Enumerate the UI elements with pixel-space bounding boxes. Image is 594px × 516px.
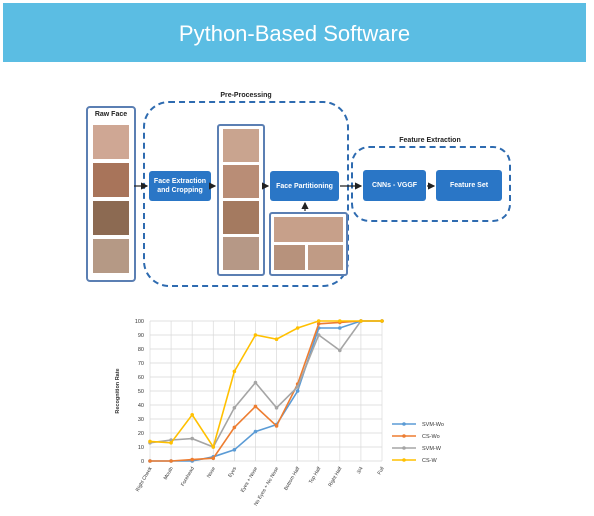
y-tick-label: 80 (138, 347, 144, 353)
diagram-arrows (134, 182, 436, 211)
data-point (253, 333, 258, 337)
data-point (148, 439, 152, 444)
data-point (338, 348, 342, 353)
data-point (380, 319, 384, 323)
data-point (211, 456, 216, 461)
data-point (190, 436, 194, 441)
data-point (274, 406, 279, 410)
y-tick-label: 90 (138, 333, 144, 339)
data-point (274, 337, 279, 342)
y-tick-label: 0 (141, 459, 144, 465)
face-partitioning-box: Face Partitioning (270, 171, 339, 201)
data-point (211, 445, 216, 449)
data-point (232, 406, 237, 410)
data-point (190, 413, 194, 417)
legend-label: CS-W (422, 458, 437, 464)
x-tick-label: 3/4 (356, 466, 365, 475)
data-point (253, 429, 258, 434)
series-line (150, 320, 382, 462)
y-tick-label: 40 (138, 403, 144, 409)
mouth-region-photo (308, 245, 343, 270)
data-point (338, 326, 342, 330)
data-point (316, 319, 321, 323)
cropped-face-3 (223, 201, 259, 234)
legend-label: SVM-Wo (422, 422, 444, 428)
data-point (232, 448, 237, 452)
x-tick-label: Forehead (180, 466, 196, 488)
data-point (169, 441, 173, 445)
series-line (150, 320, 382, 462)
cropped-face-4 (223, 237, 259, 270)
legend-label: CS-Wo (422, 434, 440, 440)
x-tick-label: Right Cheek (135, 466, 154, 493)
legend-marker (402, 434, 406, 438)
data-point (232, 369, 237, 374)
data-point (338, 319, 342, 323)
x-tick-label: Mouth (163, 466, 175, 481)
y-tick-label: 20 (138, 431, 144, 437)
legend-label: SVM-W (422, 446, 442, 452)
y-tick-label: 30 (138, 417, 144, 423)
face-extraction-box: Face Extraction and Cropping (149, 171, 211, 201)
face-parts-panel (269, 212, 348, 276)
legend-marker (402, 458, 406, 462)
y-tick-label: 10 (138, 445, 144, 451)
title-banner: Python-Based Software (3, 3, 586, 62)
preprocessing-label: Pre-Processing (220, 92, 272, 99)
data-point (359, 319, 363, 323)
y-tick-label: 50 (138, 389, 144, 395)
data-point (295, 326, 300, 330)
data-point (316, 322, 321, 326)
eyes-region-photo (274, 217, 343, 242)
raw-face-panel: Raw Face (86, 106, 136, 282)
face-photo-3 (93, 201, 129, 235)
feature-extraction-group (351, 146, 511, 222)
raw-face-label: Raw Face (94, 111, 128, 118)
y-tick-label: 100 (135, 319, 144, 325)
x-tick-label: Full (377, 466, 386, 476)
data-point (148, 459, 152, 463)
data-point (253, 404, 258, 409)
data-point (274, 424, 279, 428)
y-axis-label: Recognition Rate (115, 368, 121, 413)
data-point (253, 380, 258, 385)
banner-title: Python-Based Software (178, 21, 411, 46)
x-tick-label: Bottom Half (283, 465, 302, 491)
cropped-face-2 (223, 165, 259, 198)
data-point (232, 425, 237, 430)
preprocessing-group (143, 101, 349, 287)
legend-marker (402, 446, 406, 450)
face-photo-4 (93, 239, 129, 273)
data-point (169, 459, 173, 463)
cnn-vggf-box: CNNs - VGGF (363, 170, 426, 201)
series-line (149, 320, 382, 449)
cropped-face-1 (223, 129, 259, 162)
x-tick-label: Eyes + Nose (240, 466, 260, 494)
series-line (149, 320, 382, 449)
legend-marker (402, 422, 406, 426)
feature-extraction-label: Feature Extraction (399, 137, 461, 144)
data-point (190, 457, 194, 462)
face-photo-2 (93, 163, 129, 197)
y-tick-label: 70 (138, 361, 144, 367)
x-tick-label: Nose (206, 466, 217, 479)
feature-set-box: Feature Set (436, 170, 502, 201)
data-point (295, 389, 300, 393)
data-point (316, 333, 321, 337)
x-tick-label: Top Half (308, 465, 323, 484)
face-photo-1 (93, 125, 129, 159)
cheek-region-photo (274, 245, 305, 270)
x-tick-label: Eyes (227, 466, 238, 479)
x-tick-label: Right Half (327, 465, 343, 488)
y-tick-label: 60 (138, 375, 144, 381)
data-point (295, 385, 300, 389)
cropped-faces-panel (217, 124, 265, 276)
